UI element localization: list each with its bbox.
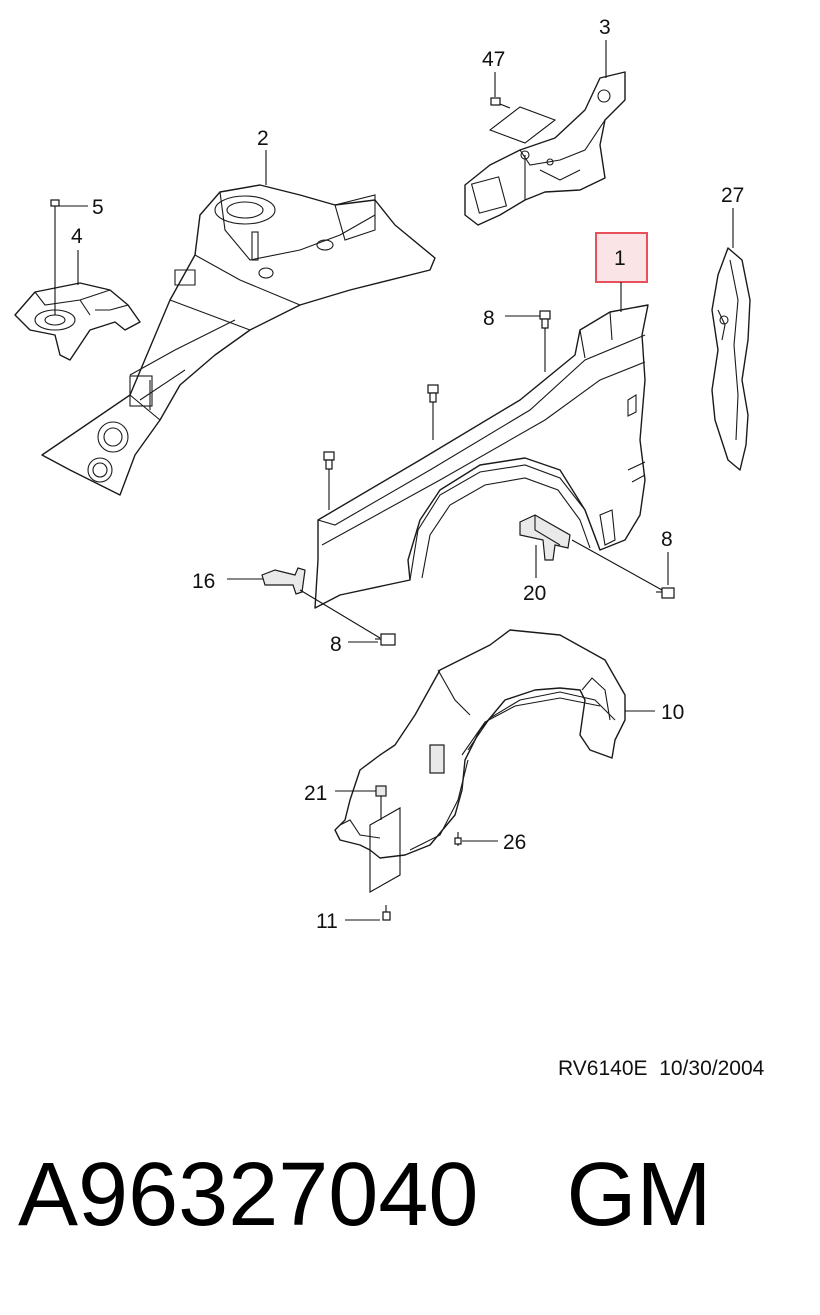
leader-line-8-bottom-diag xyxy=(299,589,381,639)
callout-27: 27 xyxy=(721,184,744,207)
leader-box-11 xyxy=(369,807,401,893)
leader-line-8-right xyxy=(571,539,663,591)
brand-name: GM xyxy=(566,1145,712,1245)
callout-3: 3 xyxy=(599,16,611,39)
bolt-47 xyxy=(490,97,511,109)
callout-1: 1 xyxy=(614,247,626,270)
part-1-front-fender xyxy=(314,304,649,609)
part-20-bracket xyxy=(519,514,571,561)
leader-box-47 xyxy=(488,106,557,144)
bolt-fender-mid xyxy=(427,384,439,440)
callout-2: 2 xyxy=(257,127,269,150)
callout-26: 26 xyxy=(503,831,526,854)
part-2-side-rail-assembly xyxy=(41,184,436,496)
part-27-fender-seal xyxy=(711,247,751,471)
part-16-bracket xyxy=(261,567,306,595)
screw-11 xyxy=(382,905,391,921)
callout-8-right: 8 xyxy=(661,528,673,551)
callout-5: 5 xyxy=(92,196,104,219)
bolt-8-right xyxy=(656,587,675,599)
part-3-upper-bracket xyxy=(464,71,626,226)
document-code: RV6140E xyxy=(558,1057,648,1080)
callout-16: 16 xyxy=(192,570,215,593)
callout-47: 47 xyxy=(482,48,505,71)
callout-11: 11 xyxy=(316,910,338,933)
screw-26 xyxy=(454,832,462,846)
callout-8-top: 8 xyxy=(483,307,495,330)
callout-10: 10 xyxy=(661,701,684,724)
bolt-8-bottom xyxy=(375,633,396,646)
callout-21: 21 xyxy=(304,782,327,805)
callout-8-bottom: 8 xyxy=(330,633,342,656)
part-21-clip xyxy=(375,785,387,797)
bolt-8-top xyxy=(539,310,551,372)
document-reference: RV6140E 10/30/2004 xyxy=(558,1057,764,1081)
document-date: 10/30/2004 xyxy=(659,1057,765,1080)
part-10-wheelhouse-liner xyxy=(334,629,626,859)
bolt-fender-front xyxy=(323,451,335,510)
part-4-bracket xyxy=(14,282,141,361)
callout-20: 20 xyxy=(523,582,546,605)
callout-4: 4 xyxy=(71,225,83,248)
bolt-5 xyxy=(50,199,60,218)
part-number: A96327040 xyxy=(18,1145,479,1245)
